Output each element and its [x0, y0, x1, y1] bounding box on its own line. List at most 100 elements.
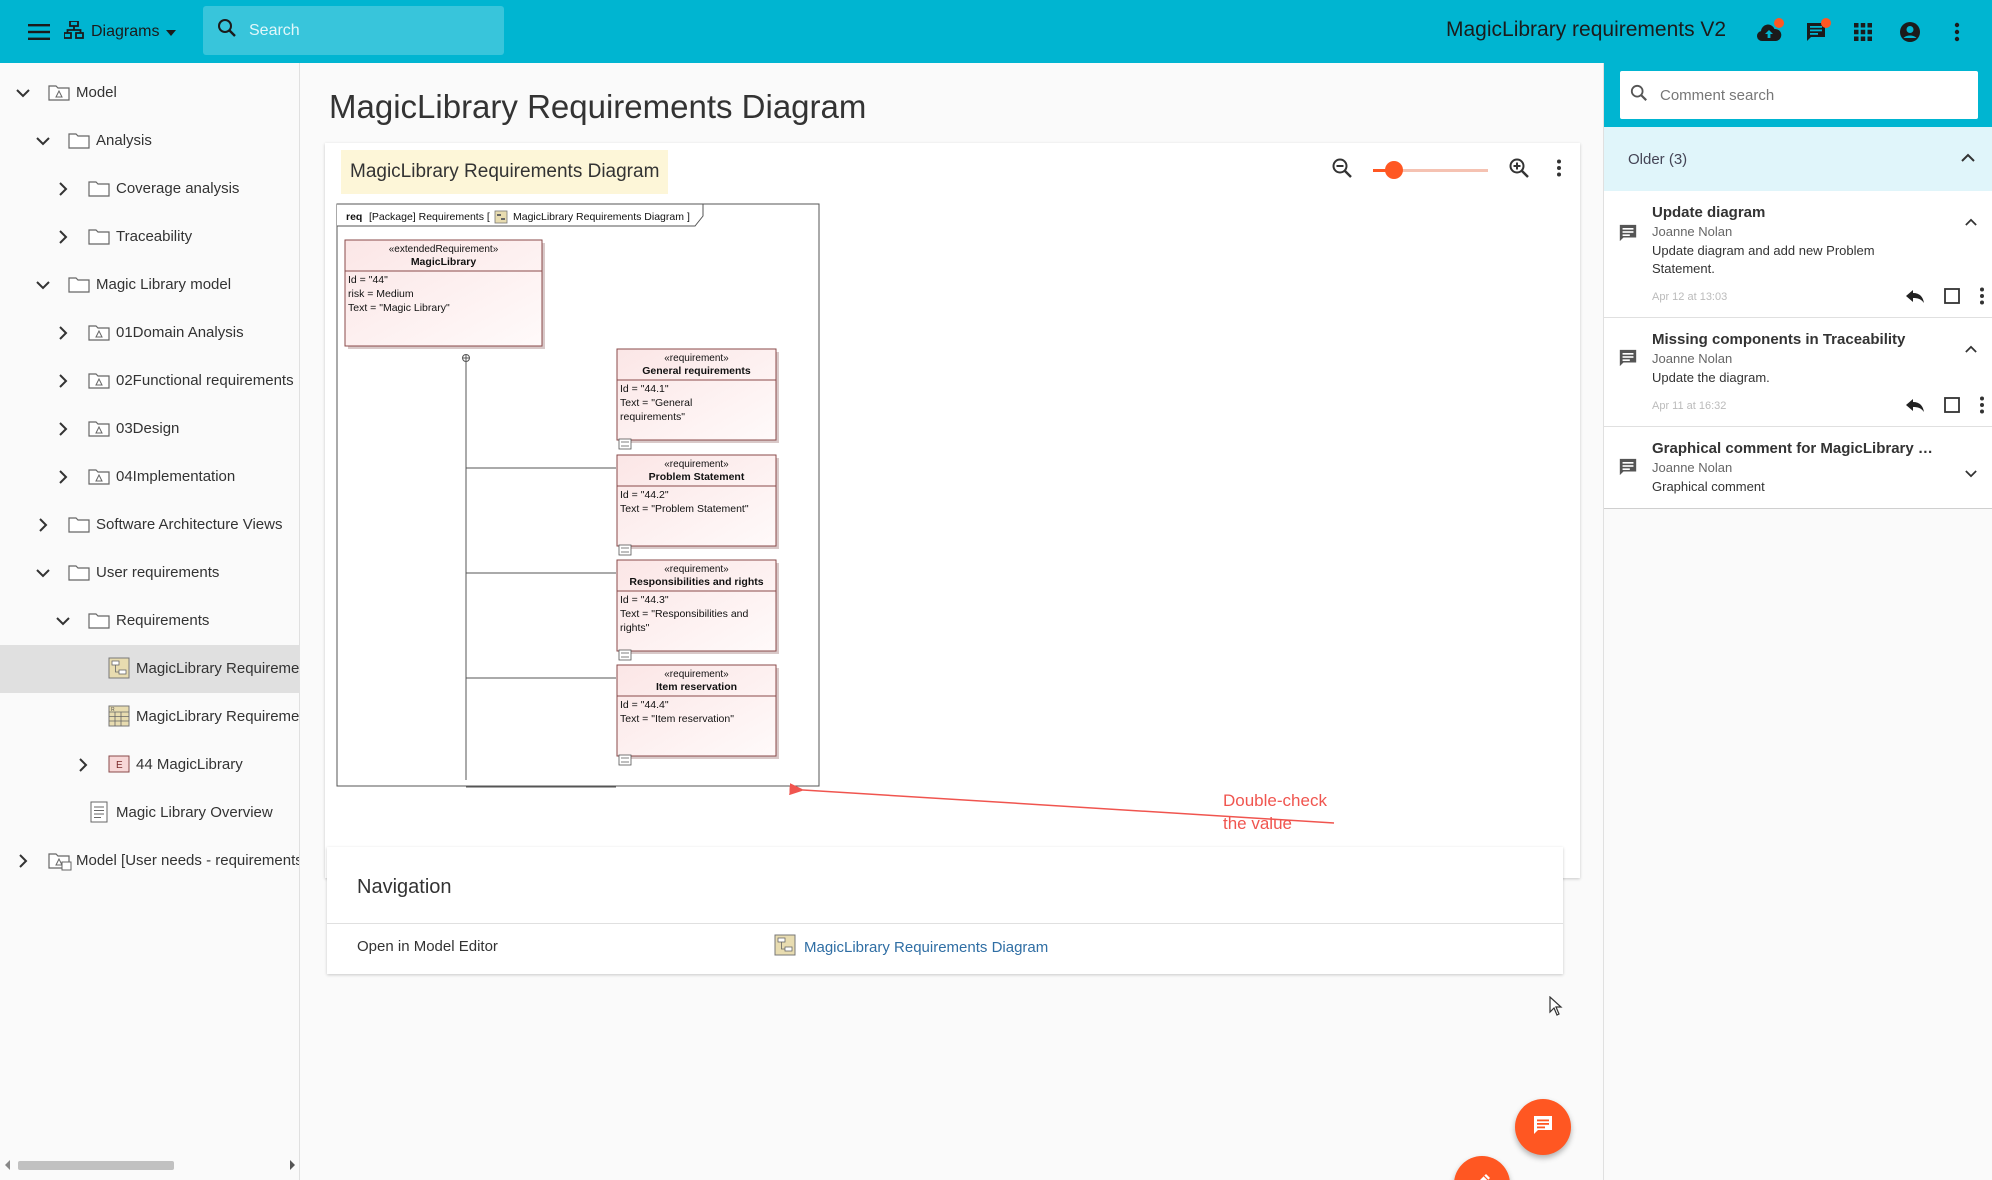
comments-icon[interactable]: [1792, 16, 1839, 48]
tree-item[interactable]: User requirements: [0, 549, 299, 597]
tree-item-label: 04Implementation: [116, 468, 236, 485]
older-comments-group[interactable]: Older (3): [1604, 127, 1992, 191]
svg-text:E: E: [116, 760, 123, 771]
folder-icon: [88, 227, 110, 247]
requirement-box[interactable]: «requirement»Responsibilities and rights…: [616, 559, 779, 654]
tree-item-label: 03Design: [116, 420, 180, 437]
tree-item-label: Magic Library Overview: [116, 804, 273, 821]
comment-title: Graphical comment for MagicLibrary Re...: [1652, 440, 1942, 457]
zoom-slider[interactable]: [1373, 160, 1488, 180]
chevron-up-icon[interactable]: [1965, 340, 1977, 358]
chevron-right-icon[interactable]: [53, 227, 73, 247]
chevron-down-icon[interactable]: [33, 131, 53, 151]
chevron-down-icon[interactable]: [33, 275, 53, 295]
tree-item[interactable]: Software Architecture Views: [0, 501, 299, 549]
tree-item[interactable]: 02Functional requirements: [0, 357, 299, 405]
reply-icon[interactable]: [1905, 288, 1925, 309]
tree-item-label: Requirements: [116, 612, 210, 629]
tree-item[interactable]: Requirements: [0, 597, 299, 645]
tree-item-label: Model: [76, 84, 117, 101]
cloud-upload-icon[interactable]: [1745, 16, 1792, 48]
open-in-model-editor-link[interactable]: MagicLibrary Requirements Diagram: [774, 934, 1048, 960]
search-input[interactable]: [249, 21, 479, 40]
horizontal-scrollbar[interactable]: [4, 1158, 296, 1172]
tree-item[interactable]: Model [User needs - requirements model]: [0, 837, 299, 885]
tree-item[interactable]: Traceability: [0, 213, 299, 261]
comment-more-icon[interactable]: [1979, 287, 1985, 310]
requirements-diagram-icon: [774, 934, 796, 960]
frame-label: [Package] Requirements [: [369, 211, 490, 223]
chevron-down-icon[interactable]: [13, 83, 33, 103]
model-reference-icon: [48, 851, 72, 871]
zoom-out-icon[interactable]: [1331, 157, 1353, 184]
navigation-link-text: MagicLibrary Requirements Diagram: [804, 938, 1049, 956]
zoom-in-icon[interactable]: [1508, 157, 1530, 184]
navigation-row-label: Open in Model Editor: [357, 938, 498, 955]
chevron-down-icon[interactable]: [53, 611, 73, 631]
comment-fab[interactable]: [1515, 1099, 1571, 1155]
top-app-bar: Diagrams MagicLibrary requirements V2: [0, 0, 1992, 63]
tree-item[interactable]: 01Domain Analysis: [0, 309, 299, 357]
comment-card[interactable]: Graphical comment for MagicLibrary Re...…: [1604, 427, 1992, 509]
chevron-right-icon[interactable]: [53, 467, 73, 487]
search-icon: [217, 18, 237, 43]
tree-item-label: MagicLibrary Requirements Table: [136, 708, 300, 725]
chevron-right-icon[interactable]: [13, 851, 33, 871]
account-icon[interactable]: [1886, 16, 1933, 48]
chevron-right-icon[interactable]: [53, 371, 73, 391]
resolve-checkbox[interactable]: [1943, 396, 1961, 419]
tree-item[interactable]: Model: [0, 69, 299, 117]
resolve-checkbox[interactable]: [1943, 287, 1961, 310]
comment-icon: [1618, 348, 1638, 373]
chevron-up-icon[interactable]: [1965, 213, 1977, 231]
annotation-line-2: the value: [1223, 814, 1292, 833]
search-icon: [1630, 84, 1648, 107]
tree-item[interactable]: Magic Library model: [0, 261, 299, 309]
property-line: Text = "Item reservation": [620, 713, 734, 725]
tree-item[interactable]: Analysis: [0, 117, 299, 165]
chevron-right-icon[interactable]: [73, 755, 93, 775]
comment-card[interactable]: Missing components in Traceability Joann…: [1604, 318, 1992, 427]
more-vert-icon[interactable]: [1933, 16, 1980, 48]
comment-search-input[interactable]: [1660, 86, 1960, 104]
folder-icon: [68, 515, 90, 535]
menu-icon[interactable]: [25, 18, 53, 46]
chevron-right-icon[interactable]: [53, 179, 73, 199]
chevron-down-icon[interactable]: [1965, 465, 1977, 483]
chevron-down-icon[interactable]: [33, 563, 53, 583]
chevron-right-icon[interactable]: [53, 323, 73, 343]
apps-grid-icon[interactable]: [1839, 16, 1886, 48]
view-selector-button[interactable]: Diagrams: [63, 17, 177, 47]
property-line: Text = "General: [620, 397, 692, 409]
requirement-name: Problem Statement: [649, 471, 745, 483]
comment-author: Joanne Nolan: [1652, 224, 1733, 239]
tree-item[interactable]: Coverage analysis: [0, 165, 299, 213]
comment-more-icon[interactable]: [1979, 396, 1985, 419]
diagram-more-icon[interactable]: [1556, 159, 1562, 182]
chevron-right-icon[interactable]: [33, 515, 53, 535]
tree-item-label: Coverage analysis: [116, 180, 240, 197]
tree-item[interactable]: 03Design: [0, 405, 299, 453]
reply-icon[interactable]: [1905, 397, 1925, 418]
comment-card[interactable]: Update diagram Joanne Nolan Update diagr…: [1604, 191, 1992, 318]
tree-item[interactable]: 04Implementation: [0, 453, 299, 501]
edit-fab[interactable]: [1454, 1156, 1510, 1180]
tree-item[interactable]: MagicLibrary Requirements Diagram: [0, 645, 299, 693]
chevron-up-icon[interactable]: [1961, 149, 1975, 166]
chevron-right-icon[interactable]: [53, 419, 73, 439]
comment-date: Apr 11 at 16:32: [1652, 400, 1727, 412]
comment-icon: [1618, 223, 1638, 248]
property-line: rights": [620, 622, 650, 634]
frame-kind: req: [346, 211, 362, 223]
requirements-diagram[interactable]: req [Package] Requirements [ MagicLibrar…: [325, 143, 1580, 878]
tree-item[interactable]: Magic Library Overview: [0, 789, 299, 837]
tree-item[interactable]: R MagicLibrary Requirements Table: [0, 693, 300, 741]
requirement-marker-icon: [618, 544, 632, 556]
requirements-table-icon: R: [108, 705, 130, 727]
